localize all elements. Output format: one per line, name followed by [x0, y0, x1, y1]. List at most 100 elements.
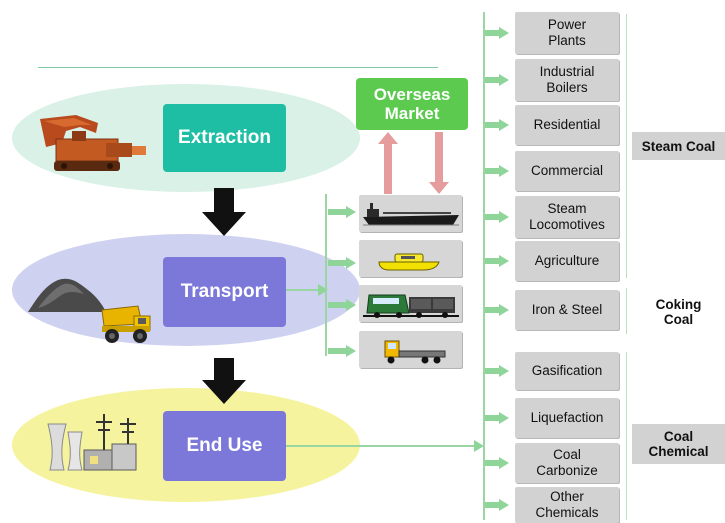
steam-coal-text: Steam Coal [641, 138, 716, 154]
end-use-arrow [499, 365, 509, 377]
mode-arrow-1 [346, 206, 356, 218]
end-use-label: Agriculture [535, 253, 600, 269]
end-use-stub [485, 168, 501, 174]
transport-mode-trunk [325, 194, 327, 356]
end-use-label: Iron & Steel [532, 302, 603, 318]
mode-arrow-3 [346, 299, 356, 311]
end-use-arrow [499, 499, 509, 511]
transport-mode-ship [359, 195, 462, 232]
end-use-box: Residential [515, 105, 619, 145]
end-use-line1: Gasification [531, 363, 603, 378]
down-arrow-1 [202, 188, 246, 236]
end-use-arrow [499, 27, 509, 39]
mode-arrow-4 [346, 345, 356, 357]
coal-chemical-label: Coal Chemical [632, 424, 725, 464]
end-use-box: Commercial [515, 151, 619, 191]
end-use-connector [286, 445, 478, 447]
end-use-box: Liquefaction [515, 398, 619, 438]
end-use-label: Commercial [531, 163, 603, 179]
end-use-line1: Industrial [539, 64, 595, 79]
end-use-line1: Agriculture [534, 253, 600, 268]
end-use-line1: Steam [547, 201, 587, 216]
overseas-market-label: Overseas Market [373, 85, 451, 123]
mode-stub-4 [328, 348, 348, 354]
end-use-trunk [483, 12, 485, 520]
transport-label: Transport [180, 281, 269, 302]
end-use-stub [485, 502, 501, 508]
end-use-stage: End Use [163, 411, 286, 481]
train-icon [363, 294, 459, 318]
end-use-box: Gasification [515, 352, 619, 390]
transport-mode-barge [359, 240, 462, 277]
mode-stub-1 [328, 209, 348, 215]
end-use-stub [485, 368, 501, 374]
end-use-line1: Commercial [530, 163, 603, 178]
ship-icon [363, 203, 459, 226]
end-use-line1: Residential [533, 117, 601, 132]
end-use-stub [485, 77, 501, 83]
end-use-line2: Chemicals [535, 505, 599, 520]
end-use-stub [485, 30, 501, 36]
end-use-line2: Carbonize [536, 463, 598, 478]
end-use-stub [485, 214, 501, 220]
end-use-line1: Liquefaction [530, 410, 604, 425]
steam-coal-bracket [626, 14, 627, 278]
end-use-arrow [499, 255, 509, 267]
coking-coal-bracket [626, 288, 627, 334]
end-use-arrow [499, 165, 509, 177]
end-use-stub [485, 307, 501, 313]
end-use-label: Residential [534, 117, 601, 133]
end-use-arrow [499, 304, 509, 316]
transport-connector [286, 289, 324, 291]
transport-mode-truck [359, 331, 462, 368]
end-use-label: Gasification [532, 363, 603, 379]
end-use-connector-arrow [474, 440, 484, 452]
steam-coal-label: Steam Coal [632, 132, 725, 160]
end-use-line2: Plants [548, 33, 586, 48]
power-plant-icon [47, 414, 137, 471]
dump-truck-icon [101, 305, 151, 343]
coking-coal-line2: Coal [663, 312, 694, 327]
end-use-line1: Iron & Steel [531, 302, 603, 317]
end-use-stub [485, 460, 501, 466]
end-use-stub [485, 258, 501, 264]
coal-chemical-bracket [626, 352, 627, 520]
down-arrow-2 [202, 358, 246, 404]
coking-coal-label: Coking Coal [632, 292, 725, 332]
end-use-label: End Use [186, 435, 263, 456]
end-use-line1: Coal [553, 447, 581, 462]
end-use-arrow [499, 457, 509, 469]
export-arrow [378, 132, 398, 194]
coal-chemical-line1: Coal [663, 429, 694, 444]
mode-arrow-2 [346, 257, 356, 269]
end-use-arrow [499, 74, 509, 86]
end-use-stub [485, 122, 501, 128]
transport-stage: Transport [163, 257, 286, 327]
end-use-arrow [499, 211, 509, 223]
excavator-icon [40, 115, 146, 171]
transport-connector-arrow [318, 284, 328, 296]
end-use-line1: Power [547, 17, 587, 32]
end-use-box: Iron & Steel [515, 290, 619, 330]
mode-stub-3 [328, 302, 348, 308]
mode-stub-2 [328, 260, 348, 266]
overseas-market-box: Overseas Market [356, 78, 468, 130]
coal-pile-icon [28, 278, 106, 312]
extraction-label: Extraction [178, 127, 271, 148]
coking-coal-line1: Coking [655, 297, 702, 312]
extraction-stage: Extraction [163, 104, 286, 172]
coal-chemical-line2: Chemical [648, 444, 709, 459]
truck-icon [384, 340, 446, 364]
end-use-line2: Locomotives [529, 217, 605, 232]
end-use-line1: Other [550, 489, 584, 504]
end-use-arrow [499, 119, 509, 131]
